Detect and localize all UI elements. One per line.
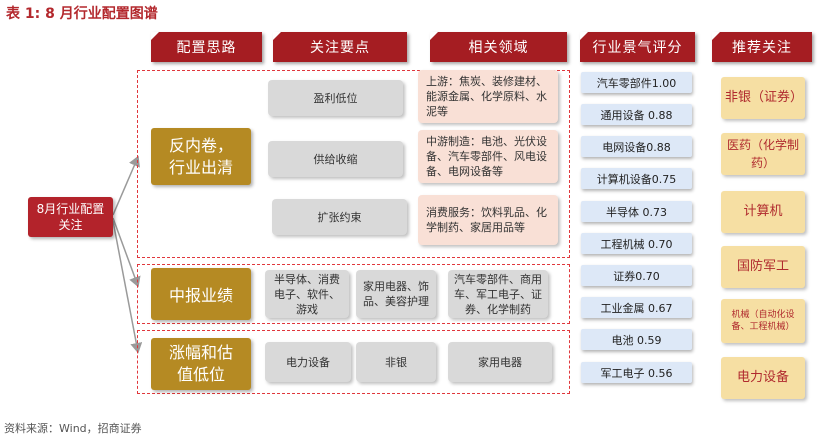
earnings-manufacturing: 汽车零部件、商用车、军工电子、证券、化学制药 — [448, 270, 548, 318]
group-valuation: 涨幅和估值低位 — [151, 338, 251, 390]
header-related-fields: 相关领域 — [430, 32, 567, 62]
domain-midstream: 中游制造：电池、光伏设备、汽车零部件、风电设备、电网设备等 — [418, 130, 558, 183]
header-focus-points: 关注要点 — [273, 32, 407, 62]
score-military-electronics: 军工电子 0.56 — [581, 362, 692, 383]
group-earnings: 中报业绩 — [151, 268, 251, 320]
point-supply-contraction: 供给收缩 — [268, 141, 403, 177]
point-expansion-constraint: 扩张约束 — [272, 199, 407, 235]
group-frame-valuation — [137, 330, 570, 394]
root-node: 8月行业配置关注 — [28, 197, 113, 237]
earnings-tech: 半导体、消费电子、软件、游戏 — [265, 270, 349, 318]
domain-upstream: 上游：焦炭、装修建材、能源金属、化学原料、水泥等 — [418, 70, 558, 123]
score-semiconductor: 半导体 0.73 — [581, 201, 692, 222]
header-industry-score: 行业景气评分 — [580, 32, 695, 62]
rec-power-equipment: 电力设备 — [721, 357, 805, 399]
score-construction-machinery: 工程机械 0.70 — [581, 233, 692, 254]
group-frame-earnings — [137, 264, 570, 324]
valuation-power-equipment: 电力设备 — [265, 342, 351, 382]
rec-machinery: 机械（自动化设备、工程机械） — [721, 299, 805, 343]
rec-computer: 计算机 — [721, 191, 805, 233]
header-config-idea: 配置思路 — [151, 32, 262, 62]
source-note: 资料来源：Wind，招商证券 — [4, 422, 142, 435]
score-auto-parts: 汽车零部件1.00 — [581, 72, 692, 93]
score-general-equipment: 通用设备 0.88 — [581, 104, 692, 125]
arrow-to-group-1 — [112, 155, 140, 216]
score-computer-equipment: 计算机设备0.75 — [581, 168, 692, 189]
arrow-to-group-3 — [112, 220, 143, 354]
group-frame-anti-involution — [137, 70, 570, 258]
score-industrial-metals: 工业金属 0.67 — [581, 297, 692, 318]
score-securities: 证券0.70 — [581, 265, 692, 286]
score-battery: 电池 0.59 — [581, 329, 692, 350]
score-grid-equipment: 电网设备0.88 — [581, 136, 692, 157]
arrow-to-group-2 — [112, 217, 141, 288]
valuation-home-appliances: 家用电器 — [448, 342, 552, 382]
earnings-consumer: 家用电器、饰品、美容护理 — [356, 270, 436, 318]
header-recommend: 推荐关注 — [712, 32, 812, 62]
rec-non-bank: 非银（证券） — [721, 77, 805, 119]
point-low-profit: 盈利低位 — [268, 80, 403, 116]
rec-pharma: 医药（化学制药） — [721, 133, 805, 175]
rec-defense: 国防军工 — [721, 246, 805, 288]
group-anti-involution: 反内卷，行业出清 — [151, 128, 251, 185]
valuation-non-bank: 非银 — [356, 342, 436, 382]
domain-consumer: 消费服务：饮料乳品、化学制药、家居用品等 — [418, 195, 558, 245]
figure-title: 表 1: 8 月行业配置图谱 — [6, 6, 158, 22]
